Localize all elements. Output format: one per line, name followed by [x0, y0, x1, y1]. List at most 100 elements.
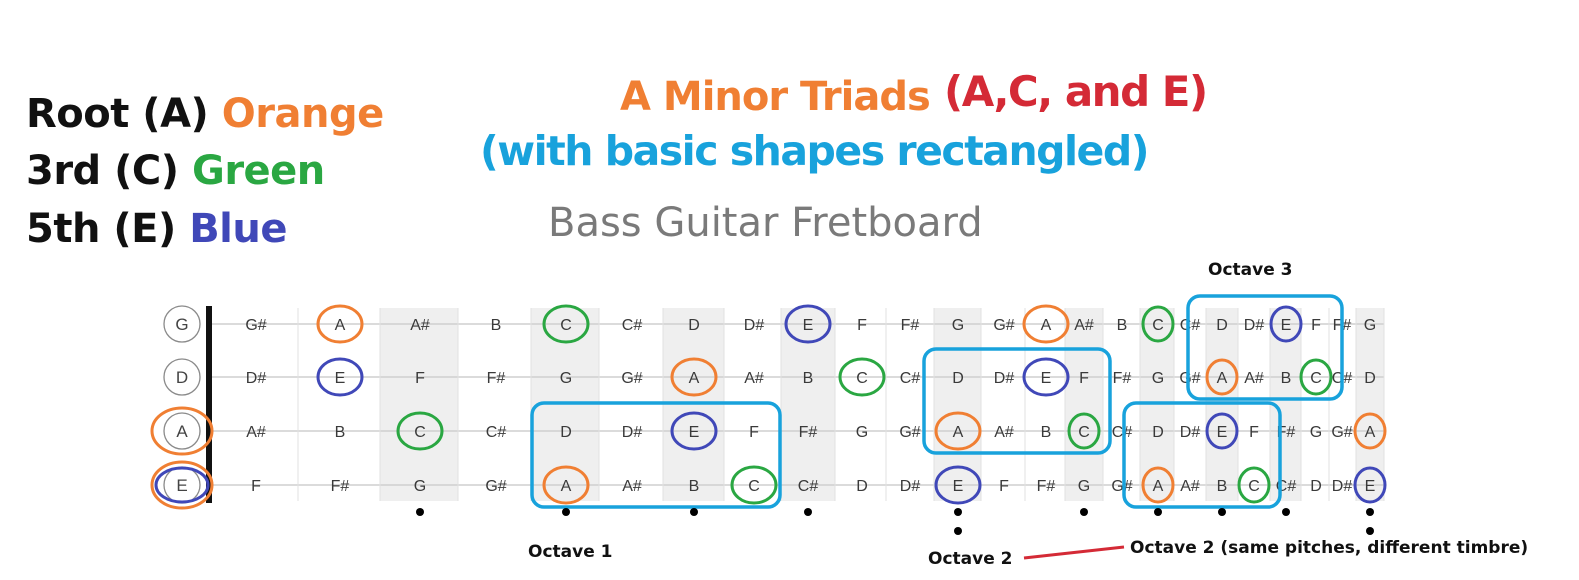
- inlay-dot-3: [416, 508, 424, 516]
- note-s3-f3: G: [414, 478, 426, 495]
- note-s0-f12: G: [952, 317, 964, 334]
- fifth-highlight: [1353, 466, 1387, 504]
- note-s3-f5: A: [561, 478, 572, 495]
- note-s1-f10: C: [856, 370, 868, 387]
- note-s0-f20: D#: [1244, 317, 1265, 334]
- legend-root: Root (A) Orange: [26, 94, 384, 134]
- open-string-e: E: [176, 476, 187, 495]
- inlay-dot-7: [690, 508, 698, 516]
- note-s3-f10: D: [856, 478, 868, 495]
- note-s2-f18: D#: [1180, 424, 1201, 441]
- note-s0-f22: F: [1311, 317, 1321, 334]
- third-highlight: [1237, 466, 1271, 504]
- note-s0-f6: C#: [622, 317, 643, 334]
- note-s2-f14: B: [1041, 424, 1052, 441]
- subtitle: (with basic shapes rectangled): [480, 127, 1149, 175]
- shape-boxes: [530, 294, 1344, 509]
- inlay-dot-9: [804, 508, 812, 516]
- octave-labels: Octave 3 Octave 1 Octave 2 Octave 2 (sam…: [528, 260, 1528, 569]
- shape-box-3: [1122, 401, 1282, 509]
- fifth-highlight: [316, 357, 364, 397]
- fret-shade-12: [934, 308, 981, 501]
- note-s1-f5: G: [560, 370, 572, 387]
- note-s2-f1: A#: [246, 424, 266, 441]
- shape-box-2: [922, 347, 1112, 455]
- note-s2-f8: F: [749, 424, 759, 441]
- note-s0-f4: B: [491, 317, 502, 334]
- inlay-dot-5: [562, 508, 570, 516]
- note-s0-f9: E: [803, 317, 814, 334]
- note-s1-f15: F: [1079, 370, 1089, 387]
- note-s2-f24: A: [1365, 424, 1376, 441]
- note-s2-f12: A: [953, 424, 964, 441]
- note-s0-f7: D: [688, 317, 700, 334]
- legend-third-label: 3rd (C): [26, 148, 179, 194]
- root-highlight: [150, 406, 214, 456]
- fifth-highlight: [670, 411, 718, 451]
- inlay-dot-15: [1080, 508, 1088, 516]
- note-s3-f13: F: [999, 478, 1009, 495]
- legend-fifth: 5th (E) Blue: [26, 209, 287, 249]
- legend-root-color: Orange: [221, 91, 384, 137]
- note-s1-f20: A#: [1244, 370, 1264, 387]
- open-string-g: G: [175, 315, 188, 334]
- legend-third: 3rd (C) Green: [26, 151, 325, 191]
- note-s3-f17: A: [1153, 478, 1164, 495]
- note-s2-f20: F: [1249, 424, 1259, 441]
- note-s0-f13: G#: [993, 317, 1014, 334]
- note-s3-f9: C#: [798, 478, 819, 495]
- note-s0-f5: C: [560, 317, 572, 334]
- fret-shade-9: [781, 308, 835, 501]
- note-s2-f2: B: [335, 424, 346, 441]
- note-s2-f17: D: [1152, 424, 1164, 441]
- note-s0-f21: E: [1281, 317, 1292, 334]
- inlay-dot-17: [1154, 508, 1162, 516]
- third-highlight: [542, 304, 590, 344]
- fret-inlays: [416, 508, 1374, 535]
- note-s0-f10: F: [857, 317, 867, 334]
- note-s3-f11: D#: [900, 478, 921, 495]
- note-s1-f18: G#: [1179, 370, 1200, 387]
- note-s1-f1: D#: [246, 370, 267, 387]
- note-s1-f12: D: [952, 370, 964, 387]
- note-s1-f2: E: [335, 370, 346, 387]
- note-s3-f22: D: [1310, 478, 1322, 495]
- root-highlight: [1022, 304, 1070, 344]
- fifth-highlight: [1269, 305, 1303, 343]
- shape-box-4: [1186, 294, 1344, 401]
- note-s2-f6: D#: [622, 424, 643, 441]
- root-highlight: [670, 357, 718, 397]
- inlay-dot-24-a: [1366, 508, 1374, 516]
- root-highlight: [542, 465, 590, 505]
- note-s2-f22: G: [1310, 424, 1322, 441]
- third-highlight: [1299, 358, 1333, 396]
- note-s2-f5: D: [560, 424, 572, 441]
- note-s2-f7: E: [689, 424, 700, 441]
- octave-2-alt-label: Octave 2 (same pitches, different timbre…: [1130, 538, 1528, 558]
- fifth-highlight: [784, 304, 832, 344]
- note-s1-f16: F#: [1113, 370, 1132, 387]
- note-s1-f3: F: [415, 370, 425, 387]
- note-s3-f4: G#: [485, 478, 506, 495]
- root-highlight: [1205, 358, 1239, 396]
- nut: [206, 306, 212, 503]
- inlay-dot-21: [1282, 508, 1290, 516]
- note-s3-f7: B: [689, 478, 700, 495]
- main-title: A Minor Triads: [620, 74, 931, 120]
- note-s1-f4: F#: [487, 370, 506, 387]
- note-s3-f24: E: [1365, 478, 1376, 495]
- note-s1-f14: E: [1041, 370, 1052, 387]
- note-s0-f19: D: [1216, 317, 1228, 334]
- fifth-highlight: [1022, 357, 1070, 397]
- inlay-dot-12-a: [954, 508, 962, 516]
- legend-fifth-color: Blue: [189, 206, 287, 252]
- legend-fifth-label: 5th (E): [26, 206, 176, 252]
- note-s1-f13: D#: [994, 370, 1015, 387]
- inlay-dot-19: [1218, 508, 1226, 516]
- note-s3-f23: D#: [1332, 478, 1353, 495]
- note-s0-f18: C#: [1180, 317, 1201, 334]
- note-s0-f2: A: [335, 317, 346, 334]
- note-s3-f6: A#: [622, 478, 642, 495]
- third-highlight: [1141, 305, 1175, 343]
